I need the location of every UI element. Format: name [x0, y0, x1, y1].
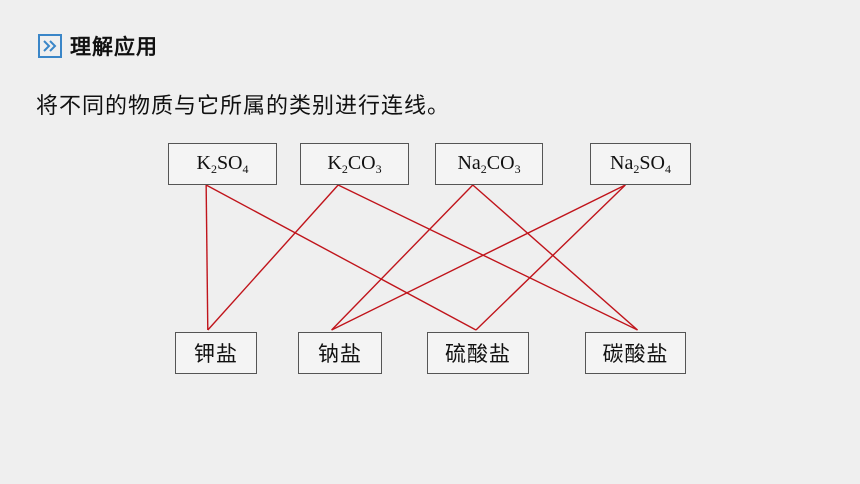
connection-line	[205, 184, 477, 331]
compound-k2co3-label: K2CO3	[327, 151, 382, 176]
compound-k2co3-box[interactable]: K2CO3	[300, 143, 409, 185]
connection-line	[337, 184, 638, 331]
section-header: 理解应用	[38, 31, 158, 61]
category-carbonate-label: 碳酸盐	[602, 342, 669, 366]
connection-line	[331, 184, 474, 331]
connection-line	[207, 184, 339, 331]
connection-line	[205, 184, 209, 331]
compound-na2co3-box[interactable]: Na2CO3	[435, 143, 543, 185]
compound-na2co3-label: Na2CO3	[457, 151, 521, 176]
compound-k2so4-label: K2SO4	[196, 151, 249, 176]
section-title: 理解应用	[70, 35, 158, 59]
compound-na2so4-label: Na2SO4	[610, 151, 671, 176]
category-sodium-salt-box[interactable]: 钠盐	[298, 332, 382, 374]
instruction-text: 将不同的物质与它所属的类别进行连线。	[36, 94, 451, 119]
category-potassium-salt-box[interactable]: 钾盐	[175, 332, 257, 374]
compound-na2so4-box[interactable]: Na2SO4	[590, 143, 691, 185]
compound-k2so4-box[interactable]: K2SO4	[168, 143, 277, 185]
category-carbonate-box[interactable]: 碳酸盐	[585, 332, 686, 374]
connection-line	[331, 184, 626, 331]
category-sodium-salt-label: 钠盐	[318, 342, 362, 366]
connection-line	[472, 184, 638, 331]
category-potassium-salt-label: 钾盐	[194, 342, 238, 366]
double-chevron-right-icon	[38, 34, 62, 58]
category-sulfate-label: 硫酸盐	[445, 342, 511, 366]
category-sulfate-box[interactable]: 硫酸盐	[427, 332, 529, 374]
connection-line	[475, 184, 626, 331]
